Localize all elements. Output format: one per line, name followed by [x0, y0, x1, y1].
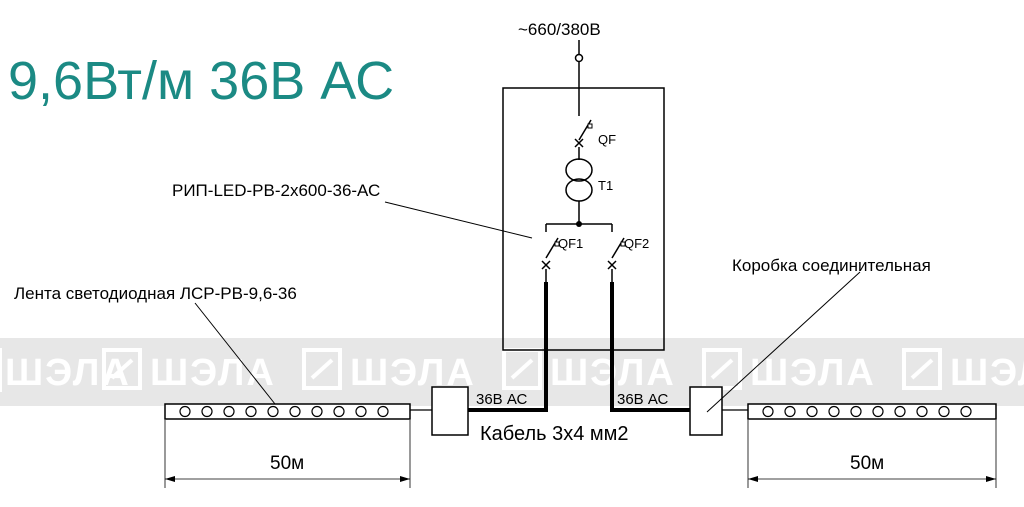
breaker-qf2-label: QF2	[624, 236, 649, 251]
tape-label: Лента светодиодная ЛСР-РВ-9,6-36	[14, 284, 297, 303]
junction-box-left	[431, 386, 469, 436]
supply-terminal	[574, 53, 584, 63]
tape-leader-line	[194, 302, 276, 405]
led-dot-icon	[762, 405, 972, 418]
watermark-logo-icon	[102, 348, 142, 390]
supply-label: ~660/380В	[518, 20, 601, 39]
breaker-qf2	[607, 224, 626, 282]
led-dot-icon	[179, 405, 389, 418]
device-leader-line	[384, 201, 533, 239]
watermark-logo-icon	[502, 348, 542, 390]
watermark-logo-icon	[902, 348, 942, 390]
transformer-label: T1	[598, 178, 613, 193]
breaker-qf-label: QF	[598, 132, 616, 147]
voltage-label-left: 36В АС	[476, 391, 528, 408]
junction-box-leader-line	[706, 271, 861, 413]
length-label-left: 50м	[270, 453, 304, 474]
cable-left	[468, 282, 548, 412]
breaker-qf	[574, 88, 593, 160]
watermark-text: ШЭЛА	[950, 352, 1024, 394]
watermark-text: ШЭЛА	[150, 352, 276, 394]
transformer-icon	[565, 158, 593, 227]
led-strip-left	[164, 403, 411, 420]
junction-box-right	[689, 386, 723, 436]
dimension-right	[747, 420, 997, 488]
breaker-qf1-label: QF1	[558, 236, 583, 251]
power-supply-cabinet	[502, 87, 665, 351]
device-label: РИП-LED-РВ-2х600-36-АС	[172, 181, 380, 200]
cable-right	[610, 282, 690, 412]
voltage-label-right: 36В АС	[617, 391, 669, 408]
watermark-logo-icon	[302, 348, 342, 390]
cable-label: Кабель 3х4 мм2	[480, 423, 629, 445]
dimension-left	[164, 420, 411, 488]
led-strip-right	[747, 403, 997, 420]
junction-box-label: Коробка соединительная	[732, 256, 931, 275]
watermark-logo-icon	[702, 348, 742, 390]
length-label-right: 50м	[850, 453, 884, 474]
page-title: 9,6Вт/м 36В АС	[8, 51, 395, 111]
breaker-qf1	[541, 224, 560, 282]
watermark: ШЭЛА ШЭЛА ШЭЛА ШЭЛА ШЭЛА ШЭЛА	[0, 348, 1024, 394]
watermark-text: ШЭЛА	[750, 352, 876, 394]
